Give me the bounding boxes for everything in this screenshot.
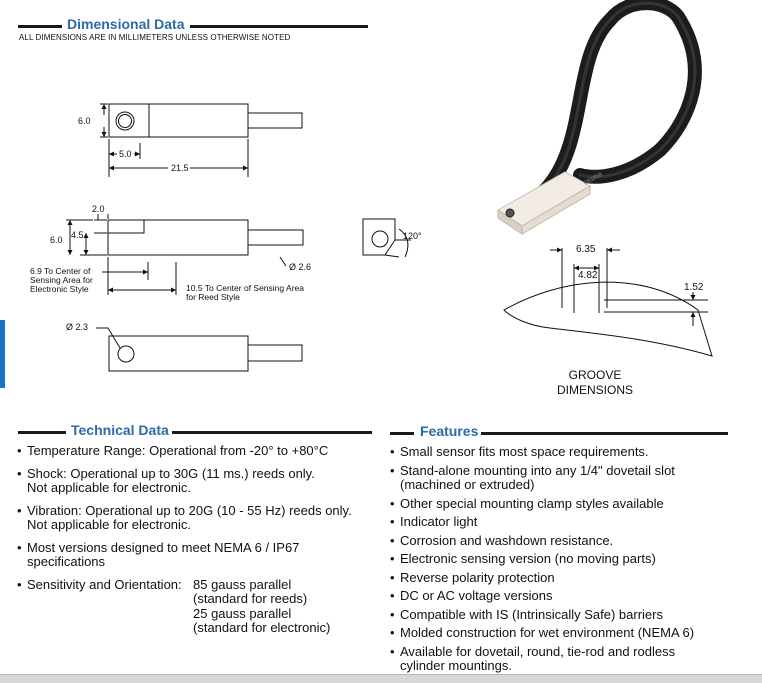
tech-item: Vibration: Operational up to 20G (10 - 5…	[17, 502, 387, 533]
features-rule-right	[481, 432, 728, 435]
side-height-label: 6.0	[50, 235, 63, 245]
tech-item-line: specifications	[27, 554, 106, 569]
technical-data-title: Technical Data	[71, 422, 169, 438]
bottom-view-drawing	[96, 327, 303, 372]
top-height-label: 6.0	[78, 116, 91, 126]
sensitivity-line: 25 gauss parallel	[193, 605, 292, 621]
feature-item: DC or AC voltage versions	[390, 588, 708, 604]
tech-rule-right	[172, 431, 372, 434]
end-view-drawing	[362, 218, 411, 258]
tech-item-line: Shock: Operational up to 30G (11 ms.) re…	[27, 465, 315, 481]
sensitivity-values: 85 gauss parallel (standard for reeds) 2…	[193, 576, 331, 636]
header-rule-left	[18, 25, 62, 28]
feature-item: Reverse polarity protection	[390, 570, 708, 586]
tech-item-sensitivity: Sensitivity and Orientation: 85 gauss pa…	[17, 576, 387, 636]
page-edge-tab	[0, 320, 5, 388]
feature-item: Stand-alone mounting into any 1/4" dovet…	[390, 463, 708, 493]
header-rule-right	[190, 25, 368, 28]
tech-item-line: Vibration: Operational up to 20G (10 - 5…	[27, 502, 352, 518]
side-step-label: 2.0	[92, 204, 105, 214]
sensitivity-label: Sensitivity and Orientation:	[27, 576, 182, 592]
feature-item: Small sensor fits most space requirement…	[390, 444, 708, 460]
top-length-label: 21.5	[171, 163, 189, 173]
feature-item: Electronic sensing version (no moving pa…	[390, 551, 708, 567]
side-inner-label: 4.5	[71, 230, 84, 240]
sensitivity-line: (standard for reeds)	[193, 591, 308, 606]
sensitivity-line: 85 gauss parallel	[193, 576, 292, 592]
tech-item-line: Temperature Range: Operational from -20°…	[27, 443, 329, 458]
features-header: Features	[390, 423, 728, 439]
feature-item: Corrosion and washdown resistance.	[390, 533, 708, 549]
tech-item: Temperature Range: Operational from -20°…	[17, 443, 387, 459]
groove-dimensions-label: GROOVE DIMENSIONS	[540, 368, 650, 398]
features-rule-left	[390, 432, 414, 435]
feature-item: Molded construction for wet environment …	[390, 625, 708, 641]
groove-label-line2: DIMENSIONS	[556, 383, 633, 397]
groove-width-outer-label: 6.35	[576, 244, 596, 255]
sensor-body	[497, 171, 592, 235]
end-angle-label: 120°	[403, 231, 422, 241]
groove-label-line1: GROOVE	[568, 368, 622, 382]
groove-drawing	[503, 247, 713, 357]
side-cable-dia-label: Ø 2.6	[289, 262, 312, 272]
bottom-hole-dia-label: Ø 2.3	[66, 322, 89, 332]
feature-item: Available for dovetail, round, tie-rod a…	[390, 644, 708, 674]
tech-item: Most versions designed to meet NEMA 6 / …	[17, 539, 387, 570]
bottom-view-body	[108, 335, 249, 372]
feature-item: Other special mounting clamp styles avai…	[390, 496, 708, 512]
feature-item: Compatible with IS (Intrinsically Safe) …	[390, 607, 708, 623]
groove-profile	[503, 281, 713, 357]
tech-item-line: Not applicable for electronic.	[27, 480, 192, 495]
end-view-body	[362, 218, 396, 256]
side-view-cable-stub	[247, 229, 304, 246]
dimensional-data-title: Dimensional Data	[67, 16, 185, 32]
top-hole-offset-label: 5.0	[119, 149, 132, 159]
features-title: Features	[420, 423, 479, 439]
dimensional-data-header: Dimensional Data	[18, 16, 368, 32]
page-bottom-edge	[0, 674, 762, 683]
bottom-view-hole	[117, 345, 135, 363]
technical-data-list: Temperature Range: Operational from -20°…	[17, 443, 387, 636]
features-list: Small sensor fits most space requirement…	[390, 444, 708, 674]
side-view-body	[107, 219, 249, 256]
top-view-cable-stub	[247, 112, 303, 129]
tech-item: Shock: Operational up to 30G (11 ms.) re…	[17, 465, 387, 496]
tech-rule-left	[18, 431, 66, 434]
top-view-hole	[115, 111, 135, 131]
bottom-view-cable-stub	[247, 344, 303, 362]
technical-data-header: Technical Data	[18, 422, 372, 438]
side-view-drawing	[66, 214, 304, 295]
groove-depth-label: 1.52	[684, 282, 704, 293]
tech-item-line: Most versions designed to meet NEMA 6 / …	[27, 539, 300, 555]
feature-item: Indicator light	[390, 514, 708, 530]
groove-width-inner-label: 4.82	[578, 270, 598, 281]
top-view-body	[108, 103, 249, 138]
dimensions-note: ALL DIMENSIONS ARE IN MILLIMETERS UNLESS…	[19, 33, 291, 42]
reed-sensing-label: 10.5 To Center of Sensing Area for Reed …	[186, 283, 304, 302]
sensitivity-line: (standard for electronic)	[193, 620, 331, 635]
top-view-drawing	[100, 103, 303, 177]
tech-item-line: Not applicable for electronic.	[27, 517, 192, 532]
sensor-photo: 083858	[497, 0, 702, 235]
electronic-sensing-label: 6.9 To Center of Sensing Area for Electr…	[30, 266, 93, 294]
